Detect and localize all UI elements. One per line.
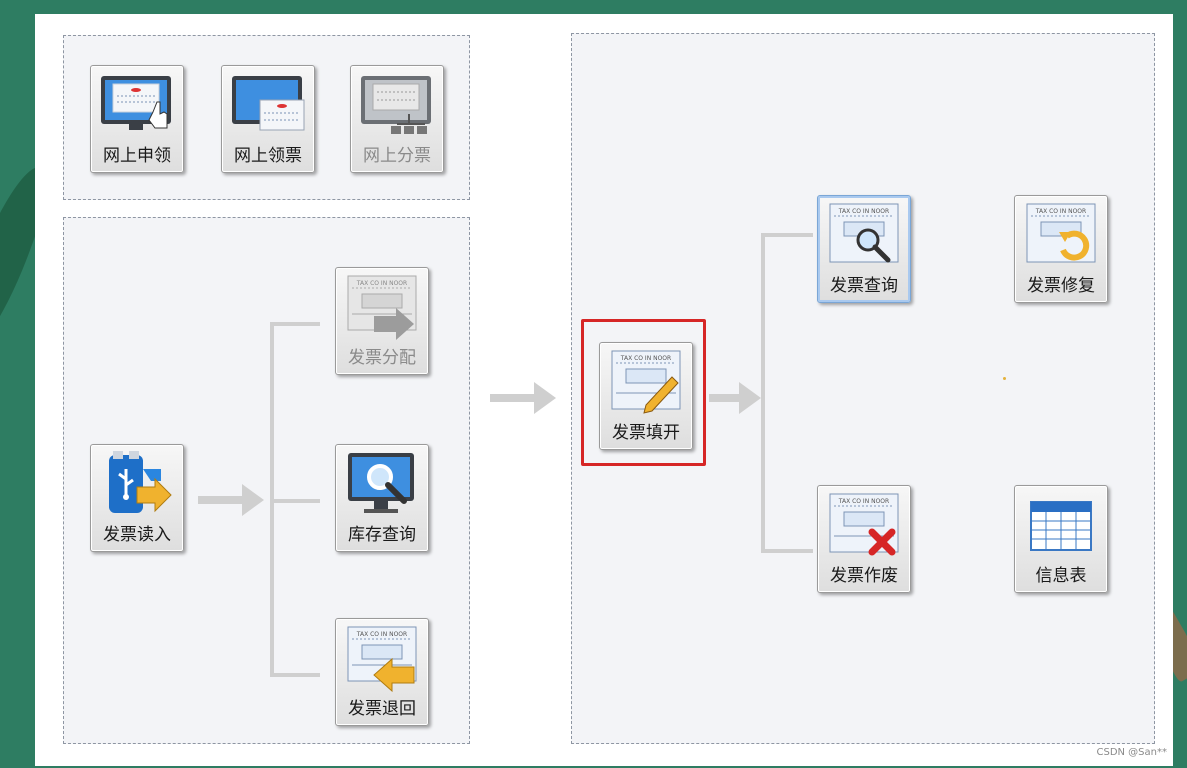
selected-highlight-frame xyxy=(581,319,706,466)
invoice-arrow-left-icon: TAX CO IN NOOR xyxy=(347,626,417,693)
connector-right-bottom xyxy=(761,549,813,553)
svg-text:TAX CO IN NOOR: TAX CO IN NOOR xyxy=(838,498,889,505)
connector-left-mid xyxy=(270,499,320,503)
tile-label: 发票退回 xyxy=(348,699,416,719)
invoice-arrow-right-icon: TAX CO IN NOOR xyxy=(347,275,417,340)
invoice-read-button[interactable]: 发票读入 xyxy=(90,444,184,552)
svg-text:TAX CO IN NOOR: TAX CO IN NOOR xyxy=(838,208,889,215)
connector-right-top xyxy=(761,233,813,237)
workflow-canvas: 网上申领 网上领票 网上分票 xyxy=(35,14,1173,766)
monitor-invoice-icon xyxy=(232,76,305,131)
monitor-search-icon xyxy=(348,453,414,513)
svg-text:TAX CO IN NOOR: TAX CO IN NOOR xyxy=(620,355,671,362)
stock-query-button[interactable]: 库存查询 xyxy=(335,444,429,552)
tile-label: 发票查询 xyxy=(830,276,898,296)
tile-label: 发票填开 xyxy=(612,423,680,443)
invoice-cancel-icon: TAX CO IN NOOR xyxy=(829,493,899,556)
tile-label: 网上领票 xyxy=(234,146,302,166)
invoice-return-button[interactable]: TAX CO IN NOOR 发票退回 xyxy=(335,618,429,726)
connector-left-top xyxy=(270,322,320,326)
svg-text:TAX CO IN NOOR: TAX CO IN NOOR xyxy=(1035,208,1086,215)
watermark: CSDN @San** xyxy=(1096,747,1167,758)
tile-label: 信息表 xyxy=(1035,566,1087,586)
online-apply-button[interactable]: 网上申领 xyxy=(90,65,184,173)
monitor-hand-icon xyxy=(101,76,171,130)
invoice-repair-button[interactable]: TAX CO IN NOOR 发票修复 xyxy=(1014,195,1108,303)
svg-text:TAX CO IN NOOR: TAX CO IN NOOR xyxy=(356,631,407,638)
invoice-pencil-icon: TAX CO IN NOOR xyxy=(611,350,681,414)
invoice-void-button[interactable]: TAX CO IN NOOR 发票作废 xyxy=(817,485,911,593)
connector-left-bottom xyxy=(270,673,320,677)
online-receive-button[interactable]: 网上领票 xyxy=(221,65,315,173)
tile-label: 发票读入 xyxy=(103,525,171,545)
table-icon xyxy=(1030,501,1092,551)
tile-label: 网上分票 xyxy=(363,146,431,166)
stray-dot xyxy=(1003,377,1006,380)
online-split-button[interactable]: 网上分票 xyxy=(350,65,444,173)
invoice-search-icon: TAX CO IN NOOR xyxy=(829,203,899,263)
tile-label: 网上申领 xyxy=(103,146,171,166)
tile-label: 库存查询 xyxy=(348,525,416,545)
invoice-issue-button[interactable]: TAX CO IN NOOR 发票填开 xyxy=(599,342,693,450)
monitor-network-icon xyxy=(361,76,431,134)
invoice-allocate-button[interactable]: TAX CO IN NOOR 发票分配 xyxy=(335,267,429,375)
usb-import-icon xyxy=(109,451,172,513)
connector-right-vertical xyxy=(761,233,765,553)
info-table-button[interactable]: 信息表 xyxy=(1014,485,1108,593)
invoice-repair-icon: TAX CO IN NOOR xyxy=(1026,203,1096,263)
tile-label: 发票分配 xyxy=(348,348,416,368)
arrow-right-icon xyxy=(490,382,556,414)
tile-label: 发票修复 xyxy=(1027,276,1095,296)
invoice-query-button[interactable]: TAX CO IN NOOR 发票查询 xyxy=(817,195,911,303)
arrow-right-icon xyxy=(198,484,264,516)
svg-text:TAX CO IN NOOR: TAX CO IN NOOR xyxy=(356,280,407,287)
tile-label: 发票作废 xyxy=(830,566,898,586)
arrow-right-icon xyxy=(709,382,761,414)
